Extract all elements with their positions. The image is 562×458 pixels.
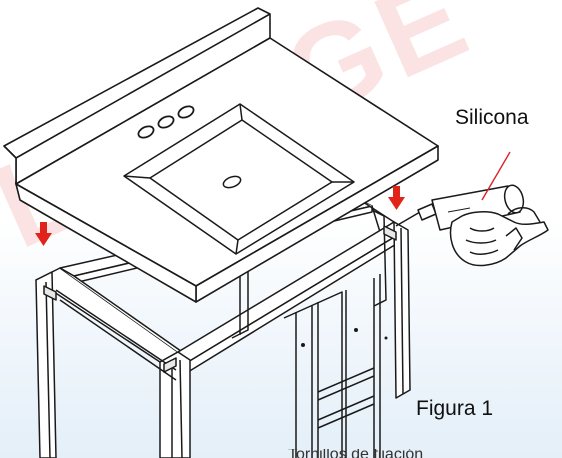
pointer-line [481,151,511,201]
door-knob [384,336,388,340]
hand-icon [449,207,549,267]
door-knob [301,343,305,347]
silicone-tube-icon [395,184,525,231]
down-arrow-icon [35,222,52,246]
down-arrow-icon [388,186,405,210]
faucet-hole [157,115,175,129]
silicone-label: Silicona [455,106,529,129]
faucet-hole [137,125,155,139]
faucet-hole [177,105,195,119]
drain-hole [222,175,242,189]
door-knob [354,328,358,332]
cut-off-caption: Tornillos de fijación [288,449,424,458]
figure-caption: Figura 1 [416,397,494,420]
